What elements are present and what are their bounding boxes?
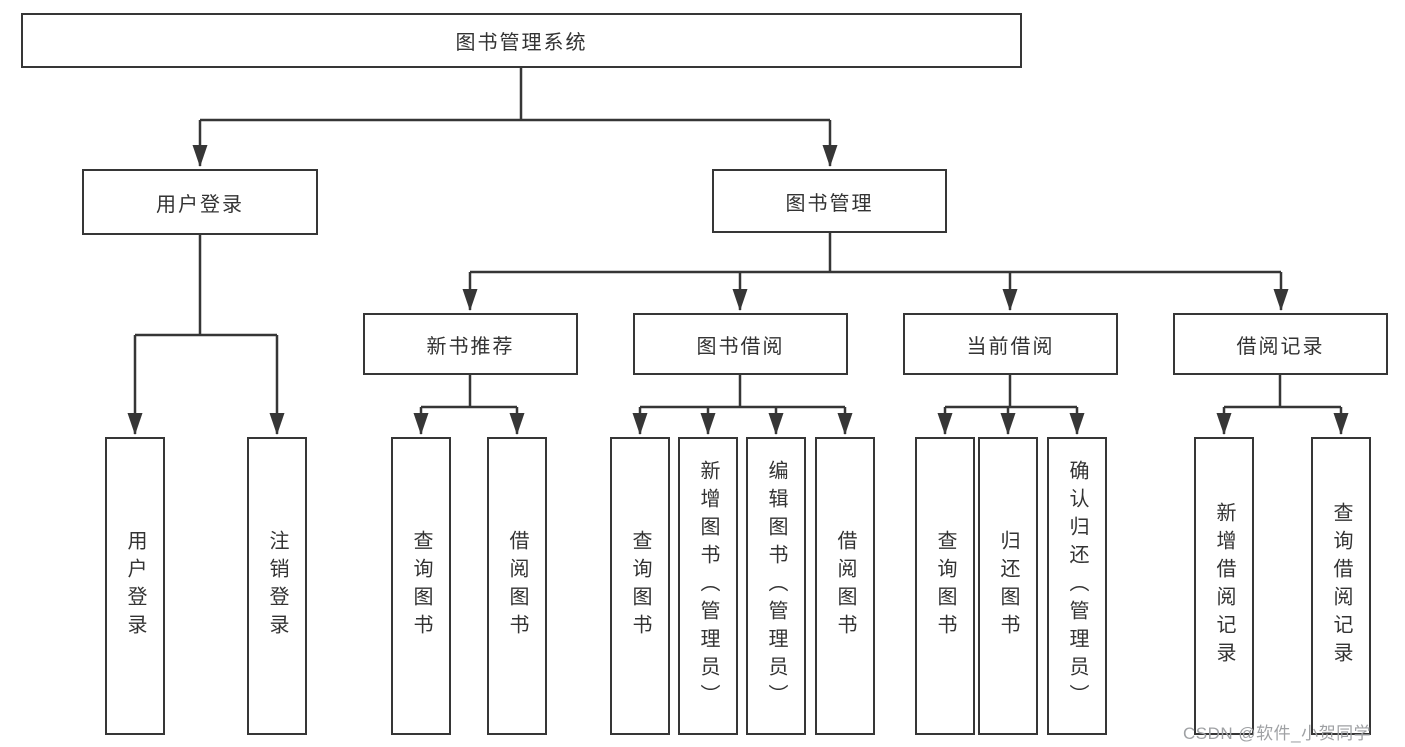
node-new-book-recommend: 新书推荐 [363, 313, 578, 375]
node-borrow-record-label: 借阅记录 [1236, 335, 1325, 358]
node-leaf-query-book-current: 查询图书 [915, 437, 975, 735]
connector-book-management-to-level3 [462, 233, 1289, 311]
node-leaf-add-book-admin: 新增图书（管理员） [678, 437, 738, 735]
node-leaf-query-book-recommend: 查询图书 [391, 437, 451, 735]
connector-borrow-record-to-leaves [1216, 375, 1349, 435]
node-root: 图书管理系统 [21, 13, 1022, 68]
node-leaf-user-login: 用户登录 [105, 437, 165, 735]
watermark-text: CSDN @软件_小贺同学 [1183, 724, 1372, 743]
node-root-label: 图书管理系统 [455, 32, 588, 54]
leaf-label: 用户登录 [124, 530, 146, 642]
leaf-label: 新增借阅记录 [1213, 502, 1235, 670]
node-leaf-add-borrow-record: 新增借阅记录 [1194, 437, 1254, 735]
leaf-label: 归还图书 [997, 530, 1019, 642]
leaf-label: 借阅图书 [834, 530, 856, 642]
leaf-label: 查询图书 [629, 530, 651, 642]
leaf-label: 新增图书（管理员） [697, 460, 719, 712]
node-current-borrow-label: 当前借阅 [966, 335, 1055, 358]
node-leaf-edit-book-admin: 编辑图书（管理员） [746, 437, 806, 735]
leaf-label: 确认归还（管理员） [1066, 460, 1088, 712]
node-leaf-query-book-borrow: 查询图书 [610, 437, 670, 735]
leaf-label: 借阅图书 [506, 530, 528, 642]
node-leaf-query-borrow-record: 查询借阅记录 [1311, 437, 1371, 735]
leaf-label: 编辑图书（管理员） [765, 460, 787, 712]
node-book-management: 图书管理 [712, 169, 947, 233]
node-leaf-borrow-book: 借阅图书 [815, 437, 875, 735]
node-book-management-label: 图书管理 [785, 192, 874, 215]
node-borrow-record: 借阅记录 [1173, 313, 1388, 375]
node-current-borrow: 当前借阅 [903, 313, 1118, 375]
node-leaf-confirm-return-admin: 确认归还（管理员） [1047, 437, 1107, 735]
connector-new-book-to-leaves [413, 375, 525, 435]
node-new-book-recommend-label: 新书推荐 [426, 335, 515, 358]
node-user-login-label: 用户登录 [156, 193, 244, 216]
node-leaf-return-book: 归还图书 [978, 437, 1038, 735]
connector-user-login-to-leaves [127, 235, 285, 435]
node-book-borrow: 图书借阅 [633, 313, 848, 375]
leaf-label: 查询借阅记录 [1330, 502, 1352, 670]
node-leaf-borrow-book-recommend: 借阅图书 [487, 437, 547, 735]
leaf-label: 注销登录 [266, 530, 288, 642]
leaf-label: 查询图书 [410, 530, 432, 642]
connector-current-borrow-to-leaves [937, 375, 1085, 435]
node-book-borrow-label: 图书借阅 [696, 335, 785, 358]
connector-root-to-level2 [192, 68, 838, 167]
node-user-login: 用户登录 [82, 169, 318, 235]
node-leaf-logout: 注销登录 [247, 437, 307, 735]
connector-book-borrow-to-leaves [632, 375, 853, 435]
leaf-label: 查询图书 [934, 530, 956, 642]
